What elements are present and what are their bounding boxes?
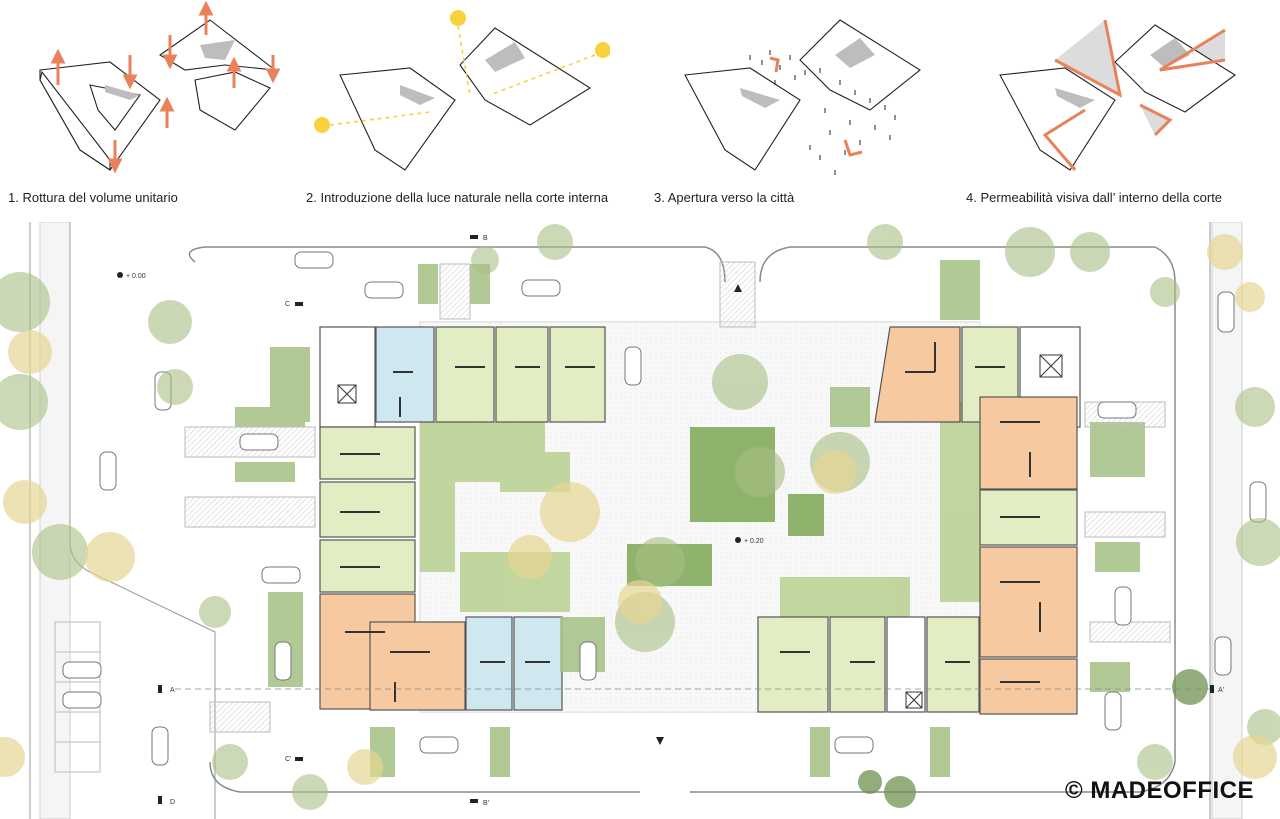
site-plan: B B' C C' A A' D + 0.00 + 0.20	[0, 222, 1280, 819]
caption-2: 2. Introduzione della luce naturale nell…	[306, 190, 609, 205]
stair-cores	[337, 354, 1063, 709]
diagram-city-opening	[684, 19, 921, 175]
concept-diagrams-strip: 1. Rottura del volume unitario 2. Introd…	[0, 0, 1280, 222]
copyright-label: © MADEOFFICE	[1064, 777, 1254, 804]
diagram-visual-permeability	[999, 19, 1236, 171]
diagram-natural-light	[314, 10, 610, 171]
caption-3: 3. Apertura verso la città	[654, 190, 795, 205]
level-street: + 0.00	[126, 273, 146, 280]
caption-1: 1. Rottura del volume unitario	[8, 190, 178, 205]
section-mark-b-bottom: B'	[483, 800, 489, 807]
caption-4: 4. Permeabilità visiva dall’ interno del…	[966, 190, 1223, 205]
paved-bands	[184, 261, 1171, 733]
diagram-volume-break	[39, 0, 281, 174]
sun-icon	[314, 10, 610, 133]
building-right-wing	[757, 326, 1081, 715]
section-mark-a-right: A'	[1218, 687, 1224, 694]
trees	[0, 224, 1280, 810]
perimeter-lawns	[235, 260, 1145, 777]
section-mark-c-top: C	[285, 301, 290, 308]
section-mark-b-top: B	[483, 235, 488, 242]
people-icon	[749, 50, 896, 175]
section-mark-c-bottom: C'	[285, 756, 291, 763]
section-mark-a-left: A	[170, 687, 175, 694]
level-court: + 0.20	[744, 538, 764, 545]
section-mark-d-left: D	[170, 799, 175, 806]
arrows-icon	[50, 0, 281, 174]
